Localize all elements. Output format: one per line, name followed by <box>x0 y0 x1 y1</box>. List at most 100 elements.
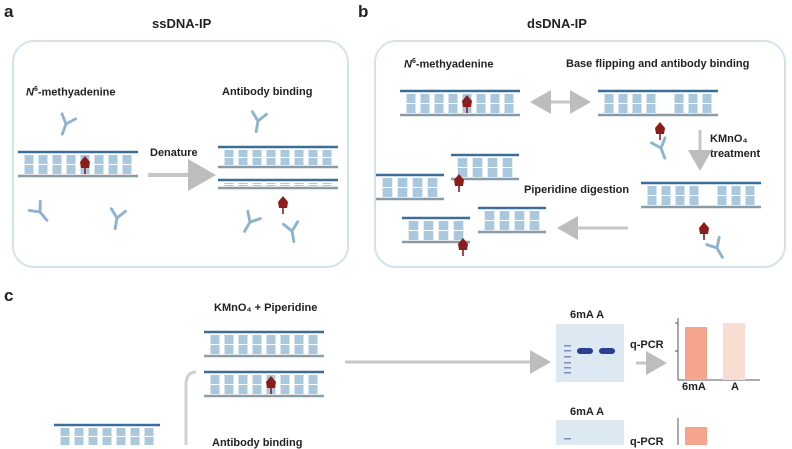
antibody-stem <box>290 229 296 244</box>
dna-layer <box>18 89 761 445</box>
base-lower <box>144 437 154 445</box>
base-lower <box>294 385 304 394</box>
antibody-arm-right <box>256 112 268 123</box>
base-lower <box>224 385 234 394</box>
panel-b-title: dsDNA-IP <box>527 16 587 31</box>
methyladenine-mark <box>454 174 464 186</box>
n6-sup-a: 6 <box>33 86 38 93</box>
panel-a-title: ssDNA-IP <box>152 16 212 31</box>
base-lower <box>210 345 220 354</box>
bar-a <box>723 323 745 380</box>
base-upper <box>490 94 500 103</box>
panel-letter-a: a <box>4 2 14 21</box>
base-upper <box>322 183 332 184</box>
methyladenine-mark <box>266 376 276 388</box>
base-upper <box>745 186 755 195</box>
ladder-band <box>564 438 571 440</box>
antibody-icon <box>109 207 127 231</box>
base-lower <box>88 437 98 445</box>
base-lower <box>675 196 685 205</box>
antibody-stem <box>715 246 724 259</box>
base-upper <box>476 94 486 103</box>
base-upper <box>144 428 154 436</box>
methyladenine-mark <box>655 122 665 134</box>
antibody-layer <box>27 110 724 259</box>
antibody-arm-left <box>650 141 663 150</box>
base-lower <box>406 104 416 113</box>
base-upper <box>130 428 140 436</box>
gel-bottom-bg <box>556 420 624 445</box>
base-lower <box>74 437 84 445</box>
base-lower <box>484 221 495 230</box>
base-lower <box>252 158 262 165</box>
bar-chart-top <box>675 318 760 381</box>
base-lower <box>472 168 483 177</box>
antibody-stem <box>254 119 260 134</box>
base-upper <box>280 183 290 184</box>
treatment-label: treatment <box>710 148 761 160</box>
base-lower <box>210 385 220 394</box>
base-upper <box>294 335 304 344</box>
base-lower <box>224 345 234 354</box>
base-lower <box>382 188 393 197</box>
piperidine-digestion-label: Piperidine digestion <box>524 184 630 196</box>
kmno4-piperidine-label: KMnO₄ + Piperidine <box>214 302 318 314</box>
base-lower <box>453 231 464 240</box>
base-lower <box>731 196 741 205</box>
base-upper <box>88 428 98 436</box>
base-lower <box>252 385 262 394</box>
base-lower <box>487 168 498 177</box>
base-lower <box>252 345 262 354</box>
base-upper <box>224 335 234 344</box>
base-lower <box>457 168 468 177</box>
antibody-arm-right <box>659 136 667 150</box>
base-lower <box>252 185 262 186</box>
antibody-stem <box>659 146 667 160</box>
base-lower <box>308 345 318 354</box>
base-upper <box>24 155 34 164</box>
base-upper <box>66 155 76 164</box>
base-upper <box>661 186 671 195</box>
base-upper <box>238 375 248 384</box>
base-upper <box>94 155 104 164</box>
methyladenine-mark <box>462 95 472 107</box>
panel-a-box <box>12 40 349 268</box>
base-upper <box>453 221 464 230</box>
antibody-arm-left <box>246 209 252 224</box>
base-lower <box>294 185 304 186</box>
bar-6ma <box>685 327 707 380</box>
base-upper <box>308 183 318 184</box>
base-lower <box>420 104 430 113</box>
base-upper <box>702 94 712 103</box>
base-upper <box>238 183 248 184</box>
base-lower <box>224 158 234 165</box>
base-upper <box>420 94 430 103</box>
antibody-icon <box>282 220 300 244</box>
base-lower <box>647 196 657 205</box>
ladder-band <box>564 367 571 369</box>
base-upper <box>266 335 276 344</box>
n6-prefix-b: N <box>404 58 412 71</box>
gel-top <box>556 324 624 382</box>
base-upper <box>52 155 62 164</box>
base-upper <box>472 158 483 167</box>
base-upper <box>646 94 656 103</box>
base-lower <box>434 104 444 113</box>
denature-label: Denature <box>150 147 198 159</box>
bar-chart-bottom <box>677 418 707 445</box>
base-upper <box>647 186 657 195</box>
base-upper <box>308 150 318 157</box>
ladder-band <box>564 345 571 347</box>
base-upper <box>224 183 234 184</box>
antibody-arm-left <box>27 208 42 214</box>
base-lower <box>427 188 438 197</box>
antibody-stem <box>38 210 49 222</box>
n6-label-b: N6-methyadenine <box>404 58 494 71</box>
antibody-arm-left <box>282 222 294 233</box>
base-lower <box>745 196 755 205</box>
n6-text-a: -methyadenine <box>37 86 116 99</box>
base-lower <box>280 345 290 354</box>
arrow-layer <box>148 90 712 445</box>
dna-duplex <box>478 206 546 234</box>
ladder-band <box>564 356 571 358</box>
